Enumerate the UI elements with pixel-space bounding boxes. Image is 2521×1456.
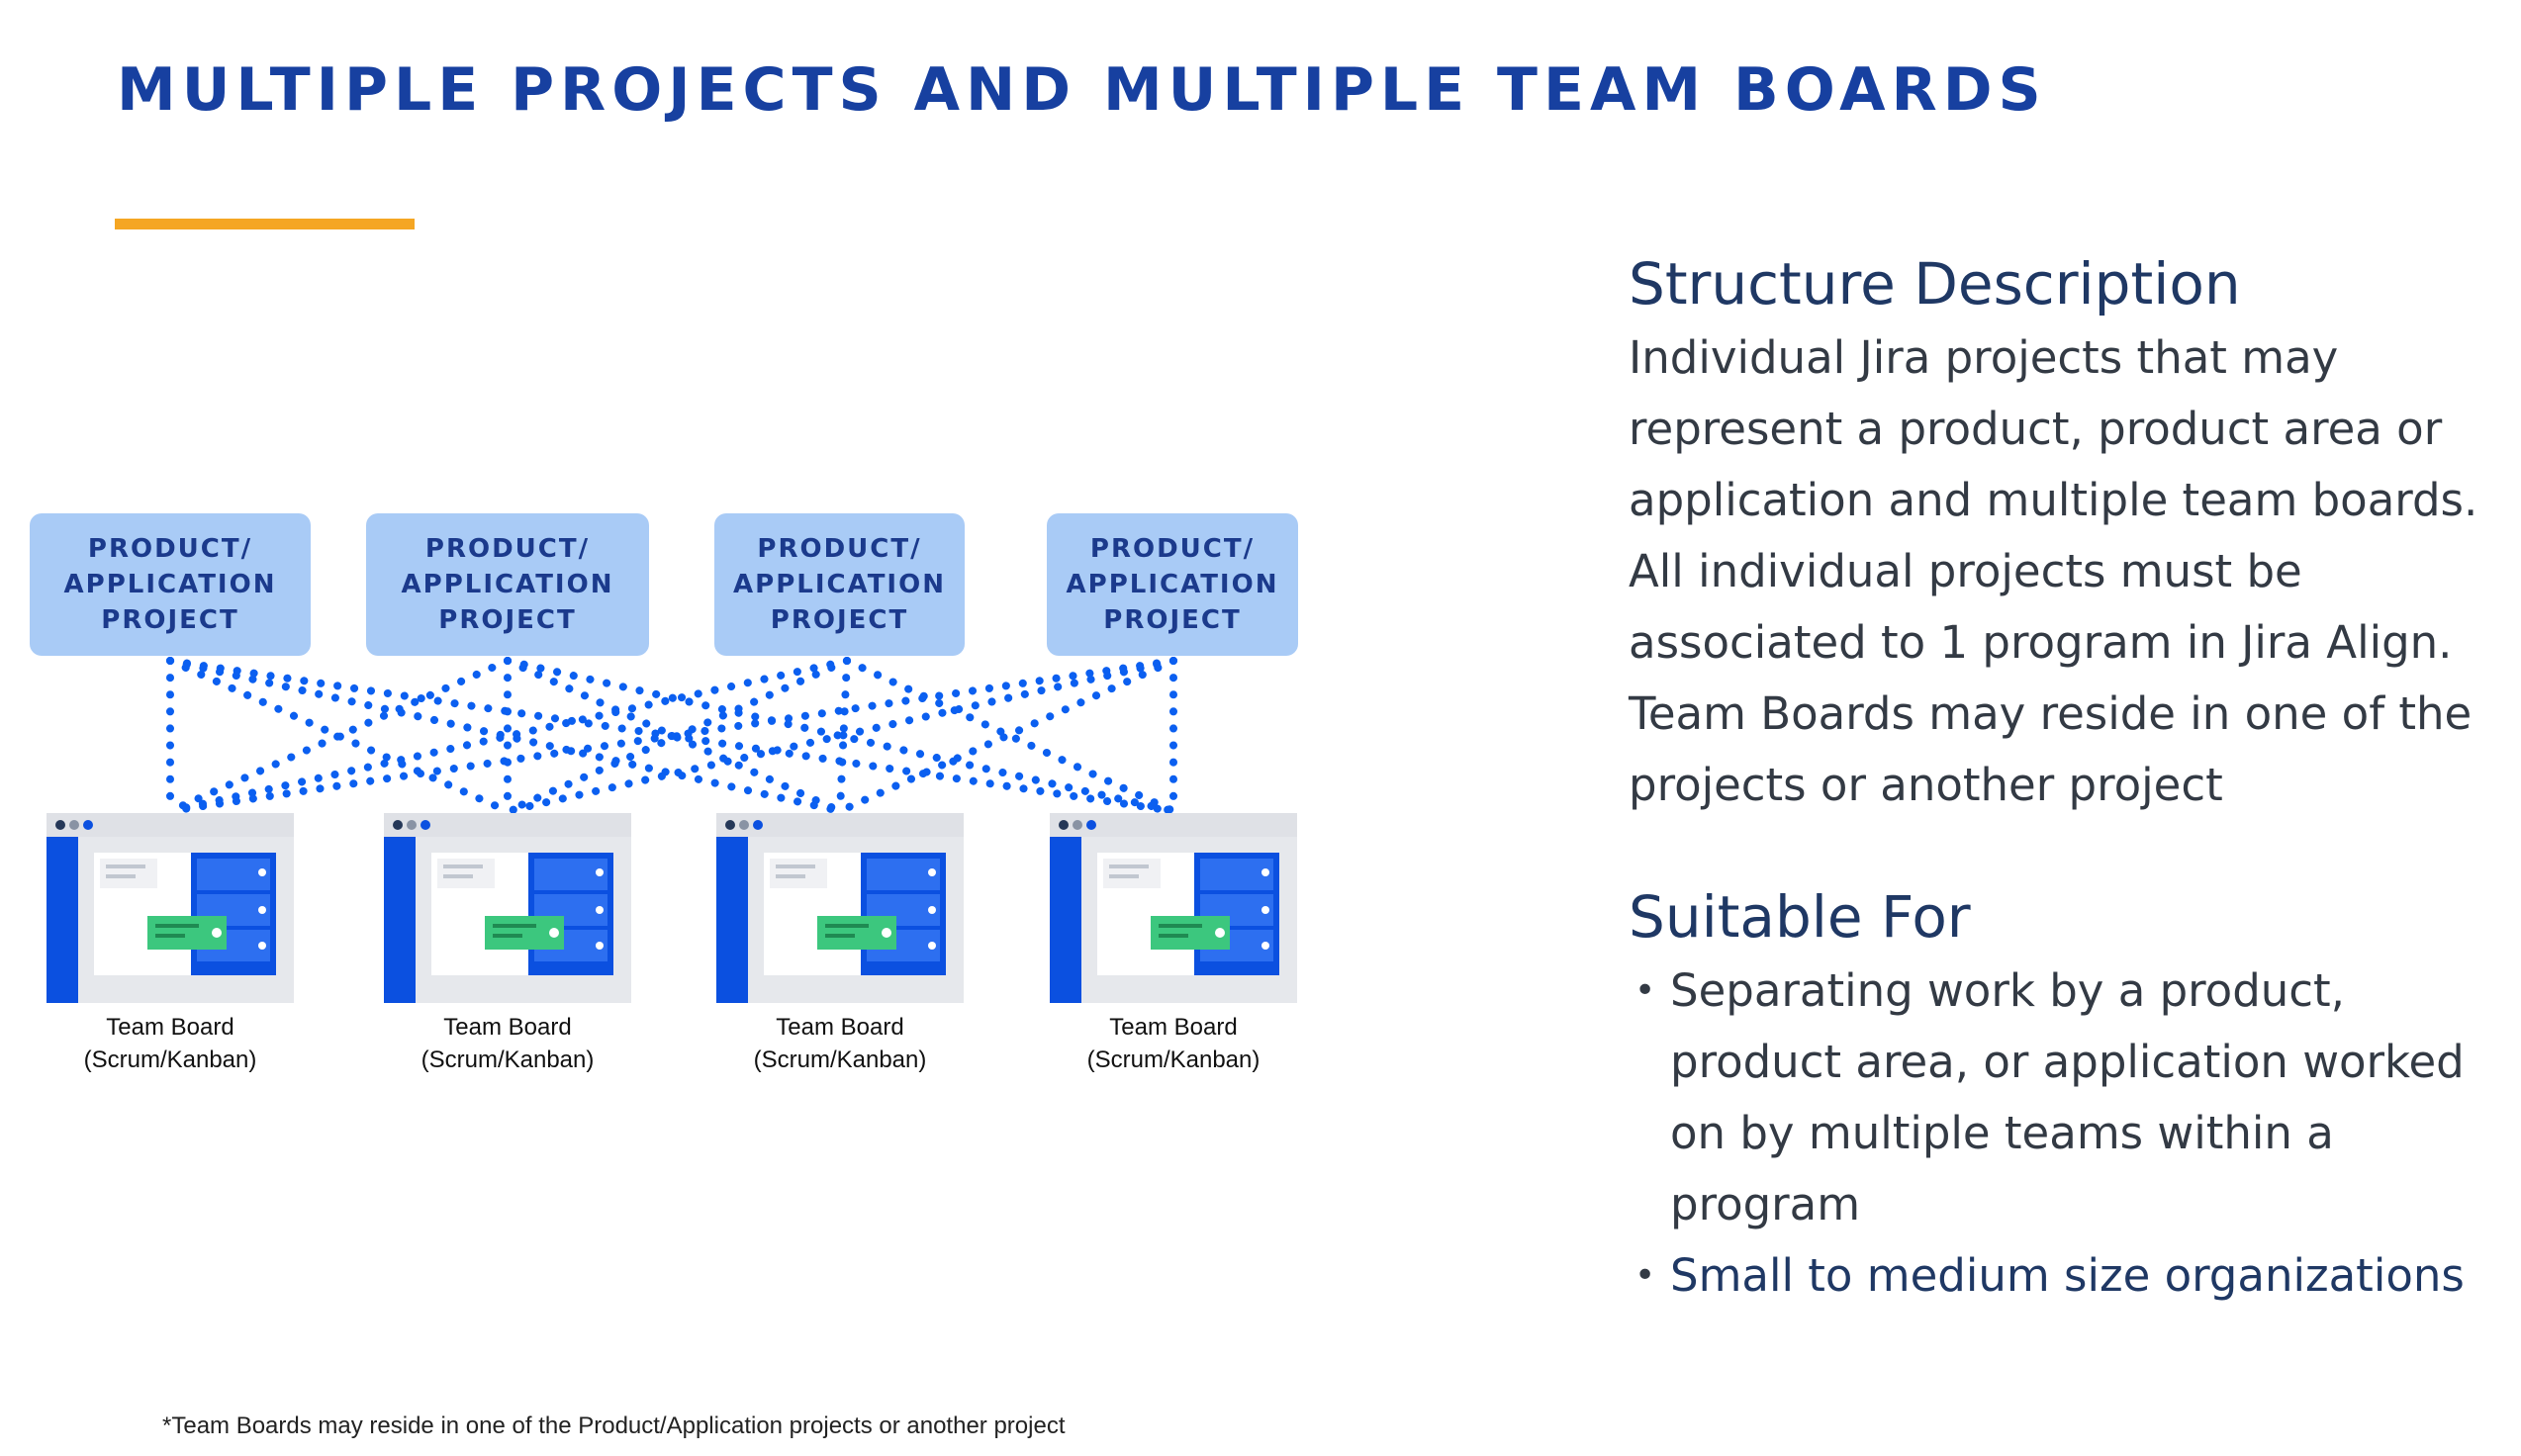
connector-project-4-board-1 [166, 657, 1177, 815]
team-board-label-1: Team Board (Scrum/Kanban) [47, 1011, 294, 1076]
board-window-icon [1050, 813, 1297, 1003]
slide-title: MULTIPLE PROJECTS AND MULTIPLE TEAM BOAR… [117, 55, 2047, 125]
team-board-2 [384, 813, 631, 1003]
project-box-label: PRODUCT/ APPLICATION PROJECT [63, 534, 277, 635]
team-board-type: (Scrum/Kanban) [420, 1046, 595, 1073]
team-board-title: Team Board [443, 1014, 572, 1041]
team-board-3 [716, 813, 964, 1003]
team-board-title: Team Board [776, 1014, 904, 1041]
project-box-3: PRODUCT/ APPLICATION PROJECT [714, 513, 965, 656]
team-board-type: (Scrum/Kanban) [753, 1046, 927, 1073]
board-window-icon [384, 813, 631, 1003]
suitable-list: Separating work by a product, product ar… [1629, 956, 2499, 1312]
connector-project-3-board-2 [504, 657, 851, 815]
connector-project-1-board-3 [166, 657, 844, 815]
suitable-item: Separating work by a product, product ar… [1629, 956, 2499, 1240]
dotted-connectors [166, 657, 1177, 815]
team-board-4 [1050, 813, 1297, 1003]
description-panel: Structure Description Individual Jira pr… [1629, 245, 2499, 1312]
board-window-icon [47, 813, 294, 1003]
project-box-4: PRODUCT/ APPLICATION PROJECT [1047, 513, 1298, 656]
team-board-type: (Scrum/Kanban) [1086, 1046, 1260, 1073]
project-box-label: PRODUCT/ APPLICATION PROJECT [401, 534, 614, 635]
suitable-item: Small to medium size organizations [1629, 1240, 2499, 1312]
project-box-label: PRODUCT/ APPLICATION PROJECT [1066, 534, 1279, 635]
board-window-icon [716, 813, 964, 1003]
team-board-label-2: Team Board (Scrum/Kanban) [384, 1011, 631, 1076]
structure-diagram: PRODUCT/ APPLICATION PROJECT PRODUCT/ AP… [0, 0, 1326, 1108]
connector-project-2-board-1 [166, 657, 512, 815]
project-box-2: PRODUCT/ APPLICATION PROJECT [366, 513, 649, 656]
connector-project-4-board-3 [836, 657, 1177, 815]
team-board-1 [47, 813, 294, 1003]
team-board-type: (Scrum/Kanban) [83, 1046, 257, 1073]
team-board-label-3: Team Board (Scrum/Kanban) [716, 1011, 964, 1076]
footnote: *Team Boards may reside in one of the Pr… [162, 1412, 1066, 1439]
structure-description: Individual Jira projects that may repres… [1629, 331, 2478, 811]
connector-project-4-board-2 [504, 657, 1177, 815]
title-accent-bar [115, 219, 415, 229]
suitable-heading: Suitable For [1629, 883, 1971, 951]
structure-heading: Structure Description [1629, 250, 2241, 318]
connector-project-3-board-1 [166, 657, 851, 815]
team-board-label-4: Team Board (Scrum/Kanban) [1050, 1011, 1297, 1076]
project-box-1: PRODUCT/ APPLICATION PROJECT [30, 513, 311, 656]
team-board-title: Team Board [106, 1014, 234, 1041]
team-board-title: Team Board [1109, 1014, 1238, 1041]
project-box-label: PRODUCT/ APPLICATION PROJECT [733, 534, 946, 635]
